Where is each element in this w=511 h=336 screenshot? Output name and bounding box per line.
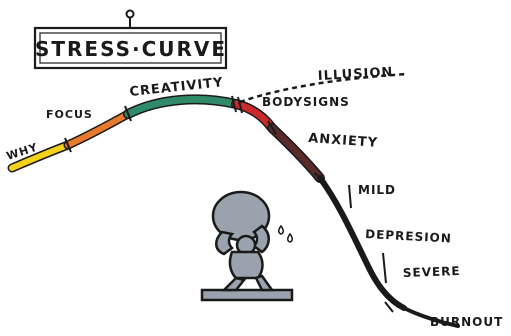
- title-frame: [33, 26, 228, 70]
- tick-mild: [313, 172, 327, 183]
- tick-focus: [64, 137, 72, 153]
- label-burnout: BURNOUT: [430, 315, 503, 329]
- ground-block: [200, 288, 294, 302]
- figure-leg-left: [220, 276, 247, 292]
- title-sign: STRESS·CURVE: [33, 9, 228, 70]
- tick-bodysigns: [231, 95, 237, 113]
- figure-arm-left: [215, 230, 235, 256]
- tick-bodysigns-2: [237, 96, 243, 114]
- depression-brackets: [348, 184, 387, 284]
- stress-curve: [7, 94, 460, 328]
- tick-creativity: [124, 105, 132, 122]
- sweat-drop-icon-2: [287, 232, 293, 243]
- stressed-figure-illustration: [200, 190, 294, 302]
- label-focus: FOCUS: [46, 108, 93, 121]
- label-illusion: ILLUSION: [317, 65, 393, 84]
- figure-leg-right: [254, 274, 275, 292]
- curve-segment-focus: [65, 111, 131, 148]
- bracket-mild: [348, 184, 352, 209]
- bracket-severe: [382, 252, 387, 284]
- curve-segment-burnout: [402, 306, 460, 328]
- label-bodysigns: BODYSIGNS: [262, 95, 350, 109]
- pin-icon: [125, 9, 135, 19]
- title-frame-inner: [39, 32, 222, 64]
- page-title: STRESS·CURVE: [35, 37, 227, 61]
- label-mild: MILD: [358, 183, 396, 197]
- curve-segment-creativity: [124, 95, 240, 118]
- illusion-dashed-line: [239, 72, 409, 104]
- sweat-drop-icon: [278, 224, 284, 235]
- figure-body: [228, 250, 264, 280]
- tick-burnout: [384, 301, 394, 313]
- figure-arm-right: [252, 224, 270, 254]
- label-depression: DEPRESION: [365, 227, 452, 246]
- curve-segment-decline: [317, 175, 407, 311]
- segment-ticks: [64, 95, 394, 313]
- label-severe: SEVERE: [403, 264, 461, 280]
- label-anxiety: ANXIETY: [308, 131, 379, 151]
- tick-anxiety: [267, 120, 277, 135]
- curve-segment-anxiety: [268, 124, 324, 182]
